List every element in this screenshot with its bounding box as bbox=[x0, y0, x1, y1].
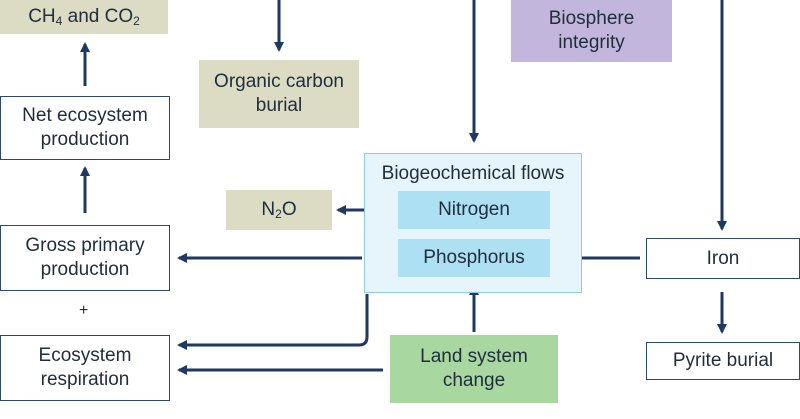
nitrogen-box: Nitrogen bbox=[398, 191, 550, 229]
organic-carbon-burial-box: Organic carbon burial bbox=[199, 60, 359, 128]
pyrite-burial-label: Pyrite burial bbox=[672, 350, 774, 371]
biosphere-integrity-label: Biosphere integrity bbox=[548, 8, 635, 53]
iron-box: Iron bbox=[646, 238, 800, 279]
n2o-box: N2O bbox=[226, 190, 332, 230]
arrow-flows-to-respiration bbox=[177, 294, 369, 350]
biogeochemical-flows-label: Biogeochemical flows bbox=[381, 163, 565, 184]
gross-primary-production-label: Gross primary production bbox=[25, 235, 145, 280]
nitrogen-label: Nitrogen bbox=[438, 199, 510, 220]
plus-sign: + bbox=[79, 302, 89, 319]
ch4-and-co2-label: CH4 and CO2 bbox=[28, 6, 140, 28]
iron-label: Iron bbox=[706, 247, 740, 269]
phosphorus-label: Phosphorus bbox=[423, 247, 525, 268]
ch4-and-co2-box: CH4 and CO2 bbox=[0, 0, 168, 34]
pyrite-burial-box: Pyrite burial bbox=[646, 342, 800, 380]
ecosystem-respiration-box: Ecosystem respiration bbox=[0, 335, 170, 401]
land-system-change-box: Land system change bbox=[390, 335, 558, 403]
net-ecosystem-production-box: Net ecosystem production bbox=[0, 96, 170, 160]
biosphere-integrity-box: Biosphere integrity bbox=[511, 0, 672, 62]
organic-carbon-burial-label: Organic carbon burial bbox=[214, 71, 344, 116]
net-ecosystem-production-label: Net ecosystem production bbox=[22, 105, 148, 150]
n2o-label: N2O bbox=[261, 199, 297, 221]
gross-primary-production-box: Gross primary production bbox=[0, 225, 170, 291]
land-system-change-label: Land system change bbox=[420, 346, 528, 391]
ecosystem-respiration-label: Ecosystem respiration bbox=[38, 345, 132, 390]
phosphorus-box: Phosphorus bbox=[398, 239, 550, 277]
